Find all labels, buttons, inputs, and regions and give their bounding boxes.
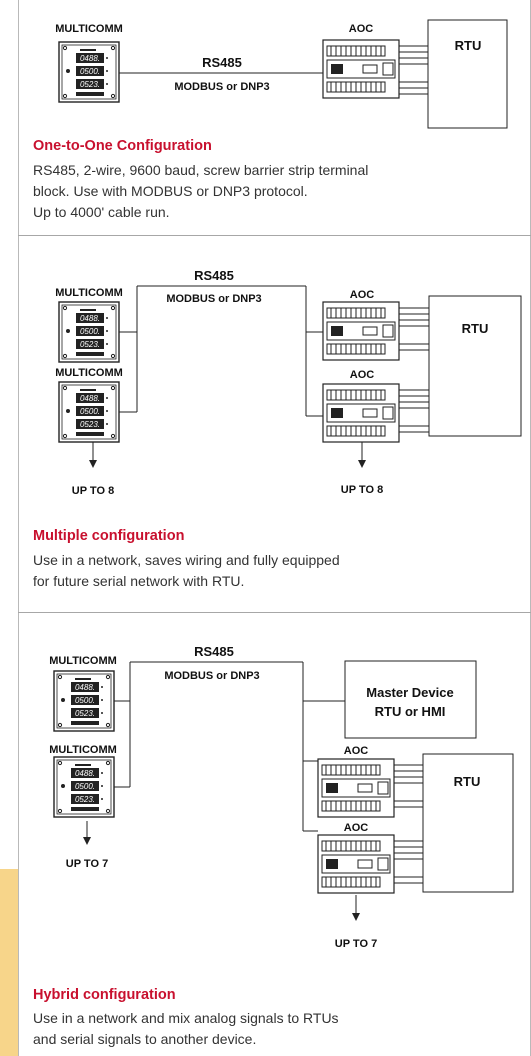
one-to-one-diagram: MULTICOMM 0488. 0500. 0523. RS485 MODBUS o… (55, 19, 508, 129)
bus-label: RS485 (202, 55, 242, 70)
description-line: RS485, 2-wire, 9600 baud, screw barrier … (33, 162, 369, 178)
aoc-label: AOC (349, 23, 374, 35)
meter-readout: 0500. (80, 407, 100, 416)
rtu-box (427, 19, 508, 129)
meter-readout: 0523. (80, 80, 100, 89)
multicomm-meter: 0488. 0500. 0523. (58, 301, 120, 363)
aoc-label: AOC (350, 289, 375, 301)
protocol-label: MODBUS or DNP3 (174, 81, 269, 93)
aoc-arrow-head (352, 913, 360, 921)
divider (18, 612, 531, 613)
side-tab (0, 869, 18, 1056)
protocol-label: MODBUS or DNP3 (164, 670, 259, 682)
protocol-label: MODBUS or DNP3 (166, 293, 261, 305)
section-description: Use in a network, saves wiring and fully… (33, 550, 503, 592)
meter-readout: 0523. (80, 340, 100, 349)
aoc-module (322, 301, 400, 361)
meter-readout: 0500. (75, 696, 95, 705)
meter-label: MULTICOMM (49, 655, 117, 667)
meter-readout: 0488. (75, 769, 95, 778)
aoc-module (317, 834, 395, 894)
aoc-module (317, 758, 395, 818)
multicomm-meter: 0488. 0500. 0523. (58, 381, 120, 443)
meter-readout: 0488. (75, 683, 95, 692)
meter-readout: 0488. (80, 54, 100, 63)
meter-readout: 0500. (75, 782, 95, 791)
meter-arrow-head (89, 460, 97, 468)
meter-readout: 0500. (80, 327, 100, 336)
master-device-box (344, 660, 477, 739)
section-heading: Multiple configuration (33, 528, 185, 544)
divider (18, 235, 531, 236)
meter-count: UP TO 7 (66, 858, 108, 870)
description-line: and serial signals to another device. (33, 1031, 257, 1047)
aoc-label: AOC (350, 369, 375, 381)
rtu-box (422, 753, 514, 893)
aoc-label: AOC (344, 822, 369, 834)
meter-readout: 0488. (80, 394, 100, 403)
bus-label: RS485 (194, 268, 234, 283)
aoc-module (322, 383, 400, 443)
rtu-label: RTU (454, 774, 481, 789)
bus-lines (119, 285, 323, 417)
aoc-wires (399, 45, 428, 95)
meter-label: MULTICOMM (55, 367, 123, 379)
rtu-label: RTU (455, 38, 482, 53)
meter-count: UP TO 8 (72, 485, 114, 497)
aoc-count: UP TO 8 (341, 484, 383, 496)
aoc-wires (399, 307, 429, 433)
hybrid-diagram: MULTICOMM 0488. 0500. 0523. MULTICOMM 0488… (49, 644, 514, 950)
section-description: Use in a network and mix analog signals … (33, 1008, 503, 1050)
description-line: for future serial network with RTU. (33, 573, 245, 589)
meter-readout: 0500. (80, 67, 100, 76)
meter-readout: 0488. (80, 314, 100, 323)
master-device-sublabel: RTU or HMI (375, 704, 446, 719)
aoc-module (322, 39, 400, 99)
rtu-box (428, 295, 522, 437)
master-device-label: Master Device (366, 685, 453, 700)
multicomm-meter: 0488. 0500. 0523. (53, 756, 115, 818)
meter-readout: 0523. (75, 709, 95, 718)
bus-label: RS485 (194, 644, 234, 659)
rtu-label: RTU (462, 321, 489, 336)
aoc-label: AOC (344, 745, 369, 757)
description-line: Up to 4000' cable run. (33, 204, 170, 220)
meter-label: MULTICOMM (55, 287, 123, 299)
section-heading: One-to-One Configuration (33, 138, 212, 154)
multicomm-meter: 0488. 0500. 0523. (53, 670, 115, 732)
description-line: Use in a network and mix analog signals … (33, 1010, 339, 1026)
meter-label: MULTICOMM (55, 23, 123, 35)
description-line: Use in a network, saves wiring and fully… (33, 552, 340, 568)
aoc-count: UP TO 7 (335, 938, 377, 950)
meter-arrow-head (83, 837, 91, 845)
bus-lines (114, 661, 345, 832)
aoc-arrow-head (358, 460, 366, 468)
meter-readout: 0523. (80, 420, 100, 429)
multicomm-meter: 0488. 0500. 0523. (58, 41, 120, 103)
section-heading: Hybrid configuration (33, 987, 176, 1003)
meter-label: MULTICOMM (49, 744, 117, 756)
description-line: block. Use with MODBUS or DNP3 protocol. (33, 183, 308, 199)
aoc-wires (394, 764, 423, 884)
meter-readout: 0523. (75, 795, 95, 804)
section-description: RS485, 2-wire, 9600 baud, screw barrier … (33, 160, 503, 223)
multiple-diagram: MULTICOMM 0488. 0500. 0523. MULTICOMM 0488… (55, 268, 522, 497)
